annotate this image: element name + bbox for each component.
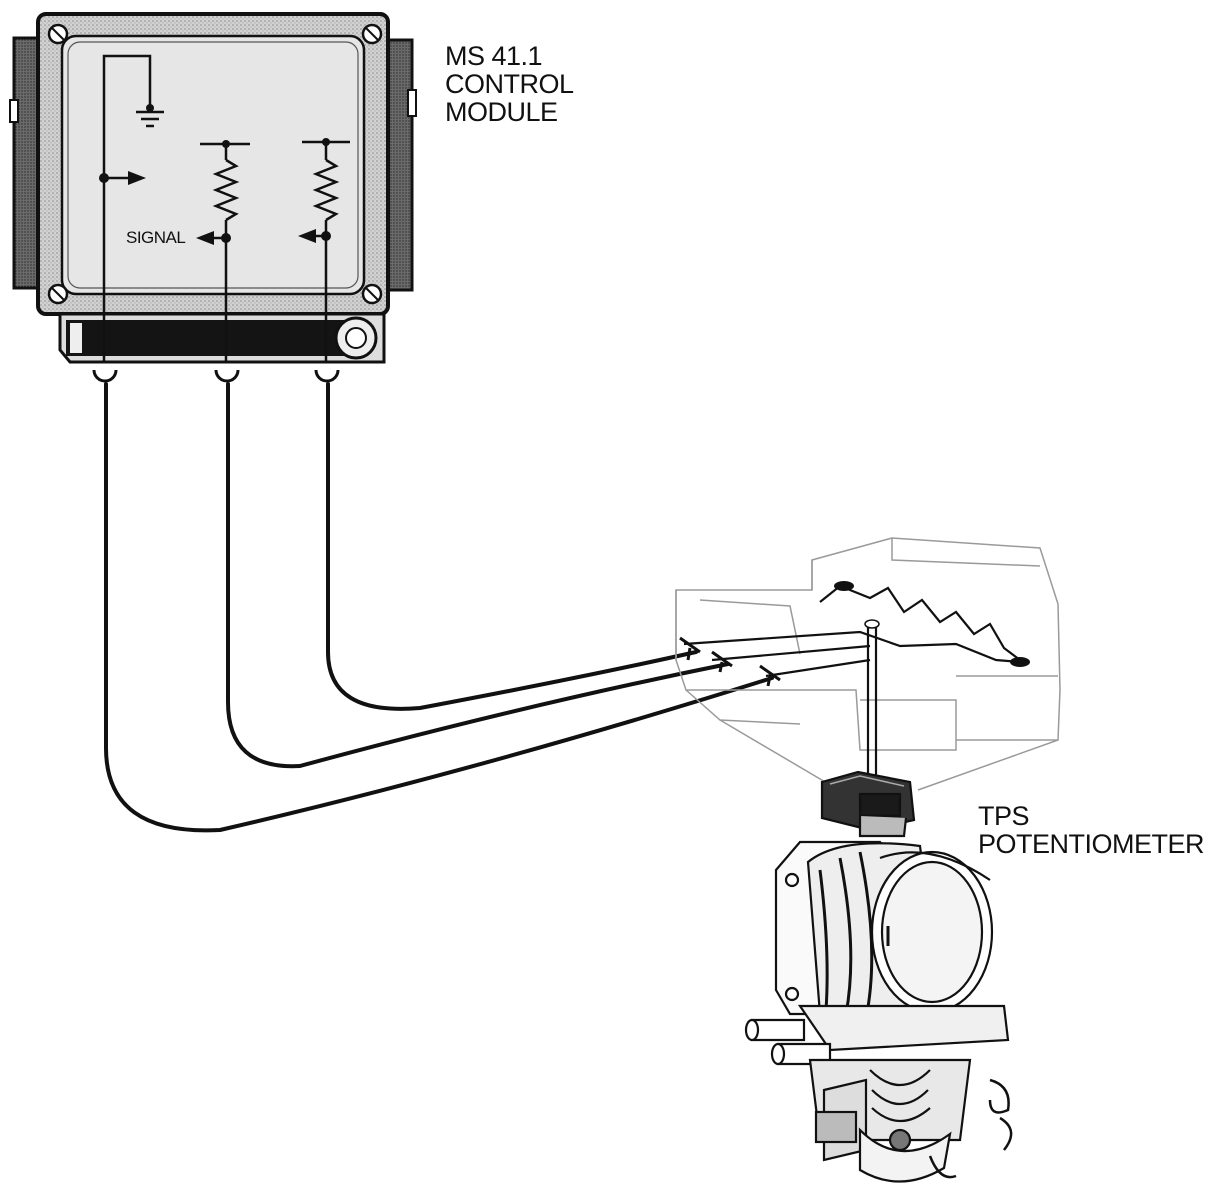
wire-signal — [226, 382, 730, 769]
tps-internal-resistor — [683, 584, 1021, 790]
module-title-line3: MODULE — [445, 97, 558, 127]
sensor-title-line2: POTENTIOMETER — [978, 829, 1205, 859]
resistor-terminal-top — [834, 581, 854, 591]
signal-arrow-head — [196, 231, 214, 245]
tps-exploded-view — [675, 537, 1061, 791]
module-title-line2: CONTROL — [445, 69, 574, 99]
circuit-nodes — [99, 104, 331, 245]
throttle-body — [744, 770, 1013, 1183]
wiring-harness — [104, 382, 774, 833]
control-module — [9, 12, 417, 364]
module-title-line1: MS 41.1 — [445, 41, 543, 71]
signal-label: SIGNAL — [126, 228, 186, 247]
module-connector — [66, 320, 356, 356]
wire-ground — [104, 382, 774, 833]
supply-arrow-head — [298, 229, 316, 243]
resistor-terminal-bottom — [1010, 657, 1030, 667]
wire-supply — [326, 382, 698, 711]
module-pins — [92, 369, 340, 383]
module-face — [60, 34, 366, 296]
sensor-title: TPS POTENTIOMETER — [978, 801, 1205, 859]
module-title: MS 41.1 CONTROL MODULE — [445, 42, 574, 126]
sensor-title-line1: TPS — [978, 801, 1030, 831]
ground-arrow-head — [128, 171, 146, 185]
